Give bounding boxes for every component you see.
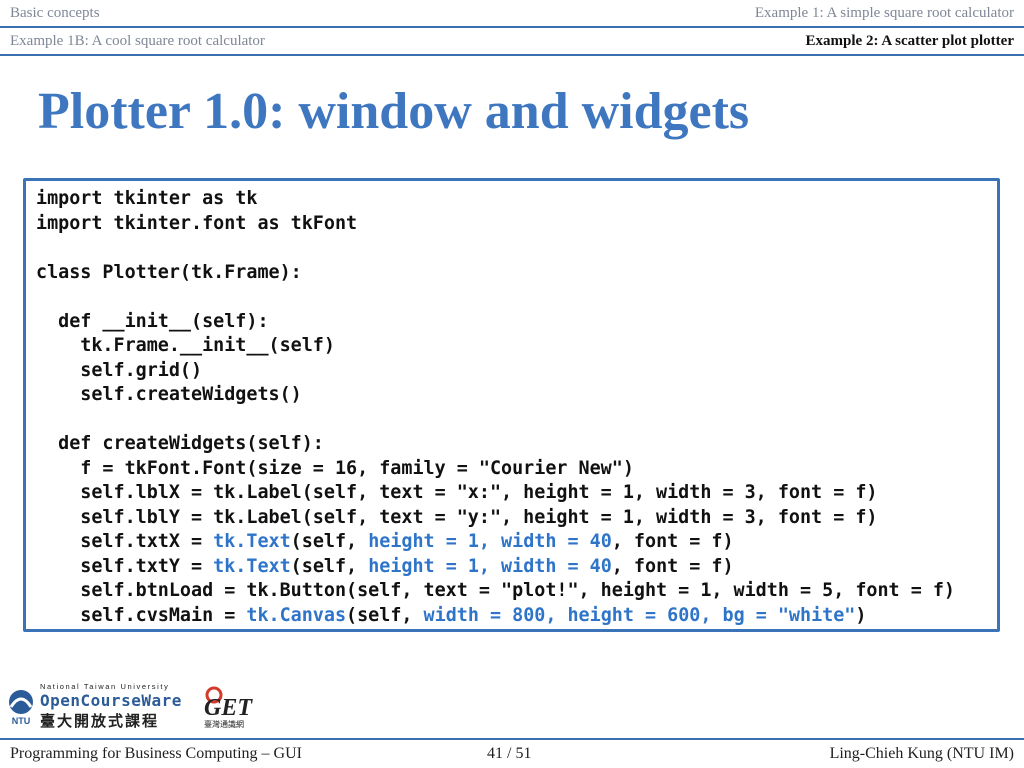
code-text: self.txtY = (36, 555, 214, 577)
code-line: self.lblX = tk.Label(self, text = "x:", … (36, 481, 997, 506)
ntu-emblem-icon: NTU (9, 689, 33, 726)
code-line: tk.Frame.__init__(self) (36, 334, 997, 359)
code-line: self.txtY = tk.Text(self, height = 1, wi… (36, 555, 997, 580)
code-text: self.lblX = tk.Label(self, text = "x:", … (36, 482, 878, 503)
code-text: self.btnLoad = tk.Button(self, text = "p… (36, 580, 955, 601)
code-line (36, 236, 997, 261)
code-text: self.txtX = (36, 531, 214, 552)
code-text: def createWidgets(self): (36, 433, 324, 454)
code-highlight: tk.Canvas (246, 604, 347, 626)
footer-course: Programming for Business Computing – GUI (10, 745, 302, 762)
code-text: (self, (346, 604, 424, 626)
nav-row-subsections: Example 1B: A cool square root calculato… (0, 28, 1024, 56)
code-line: self.cvsMain = tk.Canvas(self, width = 8… (36, 604, 997, 629)
code-line: def __init__(self): (36, 310, 997, 335)
code-text: class Plotter(tk.Frame): (36, 261, 302, 283)
nav-link-example-1[interactable]: Example 1: A simple square root calculat… (754, 4, 1014, 21)
code-text: self.createWidgets() (36, 384, 302, 405)
svg-text:臺灣通識網: 臺灣通識網 (204, 719, 244, 729)
code-highlight: height = 1, width = 40 (368, 531, 612, 552)
code-text: self.cvsMain = (36, 604, 247, 626)
slide-footer: Programming for Business Computing – GUI… (0, 738, 1024, 768)
code-text: (self, (290, 555, 369, 577)
code-highlight: width = 800, height = 600, bg = "white" (423, 604, 856, 626)
footer-page-number: 41 / 51 (487, 745, 532, 762)
code-text: , font = f) (611, 531, 734, 552)
get-logo-icon: GET 臺灣通識網 (204, 686, 253, 729)
code-line: import tkinter as tk (36, 187, 997, 212)
code-line: import tkinter.font as tkFont (36, 212, 997, 237)
footer-author: Ling-Chieh Kung (NTU IM) (829, 745, 1014, 762)
code-block: import tkinter as tk import tkinter.font … (23, 178, 1000, 632)
nav-row-sections: Basic concepts Example 1: A simple squar… (0, 0, 1024, 28)
code-text: tk.Frame.__init__(self) (36, 335, 335, 356)
nav-link-example-2[interactable]: Example 2: A scatter plot plotter (805, 32, 1014, 49)
code-line: self.btnLoad = tk.Button(self, text = "p… (36, 579, 997, 604)
code-text: def __init__(self): (36, 310, 269, 332)
code-text: import tkinter as tk (36, 188, 258, 209)
svg-text:NTU: NTU (12, 716, 31, 726)
nav-link-example-1b[interactable]: Example 1B: A cool square root calculato… (10, 32, 265, 49)
code-line: self.txtX = tk.Text(self, height = 1, wi… (36, 530, 997, 555)
code-highlight: tk.Text (213, 531, 291, 552)
nav-link-basic-concepts[interactable]: Basic concepts (10, 4, 100, 21)
code-text: self.lblY = tk.Label(self, text = "y:", … (36, 506, 878, 528)
code-highlight: tk.Text (213, 555, 291, 577)
ntu-ocw-logo: NTU National Taiwan University OpenCours… (6, 682, 182, 731)
code-text: import tkinter.font as tkFont (36, 212, 358, 234)
code-line (36, 285, 997, 310)
code-highlight: height = 1, width = 40 (368, 555, 612, 577)
code-text: f = tkFont.Font(size = 16, family = "Cou… (36, 457, 634, 479)
code-line: self.createWidgets() (36, 383, 997, 408)
code-text: self.grid() (36, 359, 203, 381)
code-line: def createWidgets(self): (36, 432, 997, 457)
ocw-wordmark: National Taiwan University OpenCourseWar… (40, 682, 182, 730)
code-text: (self, (290, 531, 369, 552)
code-line (36, 408, 997, 433)
code-text: ) (855, 604, 867, 626)
code-line: self.lblY = tk.Label(self, text = "y:", … (36, 506, 997, 531)
code-line: class Plotter(tk.Frame): (36, 261, 997, 286)
slide-title: Plotter 1.0: window and widgets (38, 83, 750, 140)
footer-logos: NTU National Taiwan University OpenCours… (6, 682, 260, 731)
code-listing: import tkinter as tk import tkinter.font … (36, 187, 997, 628)
code-text: , font = f) (611, 555, 734, 577)
slide-navigation: Basic concepts Example 1: A simple squar… (0, 0, 1024, 56)
svg-text:GET: GET (204, 695, 253, 721)
code-line: self.grid() (36, 359, 997, 384)
code-line: f = tkFont.Font(size = 16, family = "Cou… (36, 457, 997, 482)
